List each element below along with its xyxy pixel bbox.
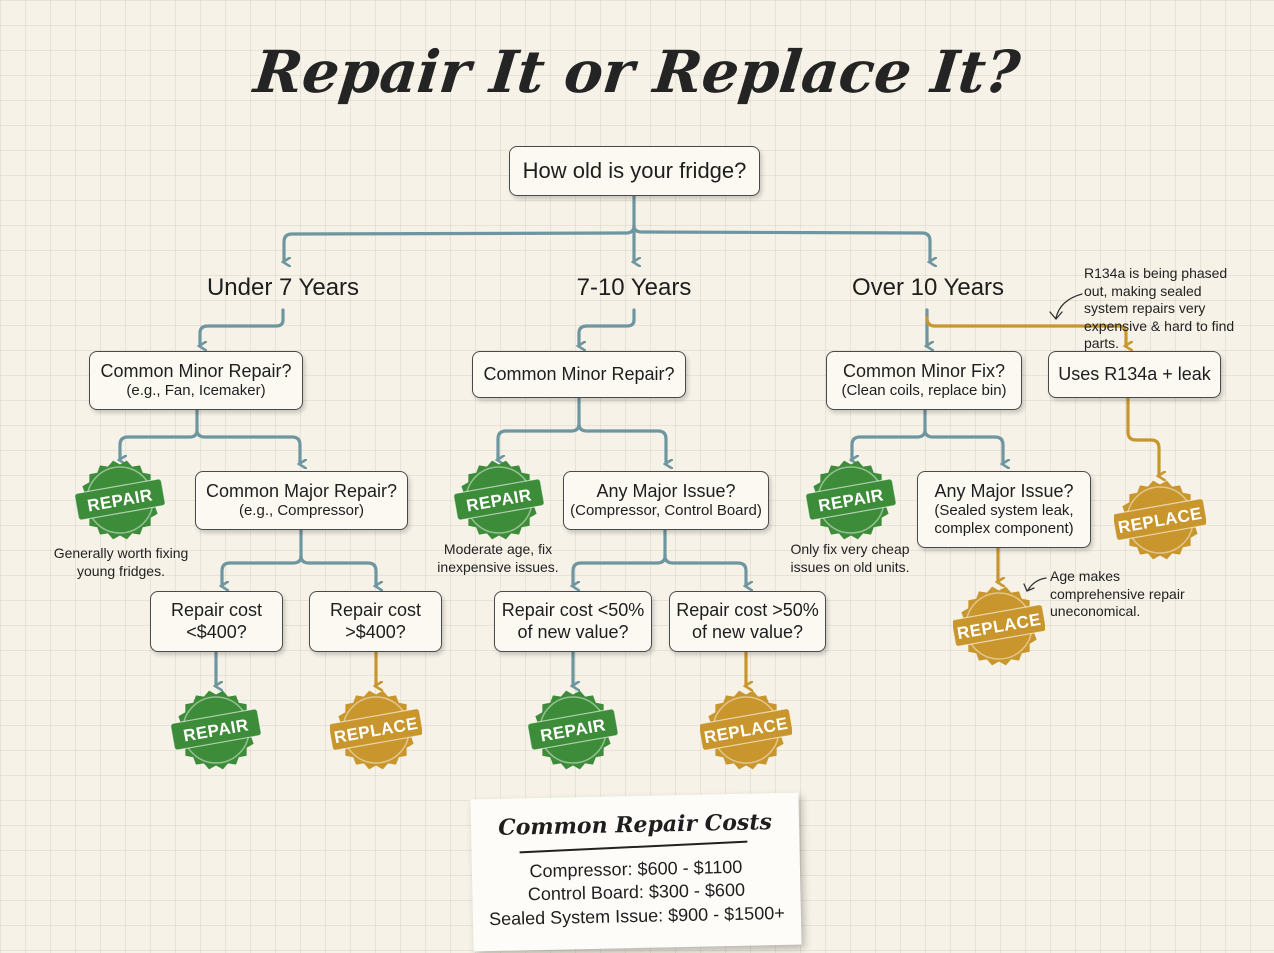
over10-major-line1: Any Major Issue? — [934, 480, 1074, 501]
mid-major-line2: (Compressor, Control Board) — [570, 502, 762, 520]
under7-major-question: Common Major Repair? (e.g., Compressor) — [195, 471, 408, 530]
under7-cost-high-line2: >$400? — [345, 621, 406, 642]
mid-cost-high: Repair cost >50% of new value? — [669, 591, 826, 652]
over10-minor-line2: (Clean coils, replace bin) — [841, 382, 1007, 400]
repair-costs-card: Common Repair Costs Compressor: $600 - $… — [470, 792, 802, 952]
stamp-r134a-replace: REPLACE — [1114, 480, 1206, 560]
stamp-under7-low-repair: REPAIR — [170, 690, 262, 770]
mid-cost-low-line2: of new value? — [517, 621, 629, 642]
age-over-10: Over 10 Years — [851, 274, 1005, 301]
mid-minor-line1: Common Minor Repair? — [483, 363, 675, 384]
age-under-7: Under 7 Years — [206, 274, 360, 301]
repair-costs-underline — [519, 840, 748, 854]
age-7-10: 7-10 Years — [576, 274, 692, 301]
mid-cost-high-line2: of new value? — [691, 621, 804, 642]
over10-major-line3: complex component) — [934, 520, 1074, 538]
over10-major-question: Any Major Issue? (Sealed system leak, co… — [917, 471, 1091, 548]
under7-major-line2: (e.g., Compressor) — [238, 502, 365, 520]
root-question-text: How old is your fridge? — [522, 157, 747, 183]
over10-minor-note: Only fix very cheap issues on old units. — [790, 541, 910, 575]
mid-cost-low: Repair cost <50% of new value? — [494, 591, 652, 652]
under7-minor-question: Common Minor Repair? (e.g., Fan, Icemake… — [89, 351, 303, 410]
stamp-mid-high-replace: REPLACE — [700, 690, 792, 770]
stamp-mid-low-repair: REPAIR — [527, 690, 619, 770]
root-question: How old is your fridge? — [509, 146, 760, 196]
stamp-mid-minor-repair: REPAIR — [453, 460, 545, 540]
mid-minor-question: Common Minor Repair? — [472, 351, 686, 398]
mid-minor-note: Moderate age, fix inexpensive issues. — [437, 541, 559, 575]
stamp-over10-major-replace: REPLACE — [953, 586, 1045, 666]
over10-minor-line1: Common Minor Fix? — [842, 360, 1006, 381]
over10-major-note: Age makes comprehensive repair uneconomi… — [1050, 568, 1185, 619]
repair-costs-list: Compressor: $600 - $1100 Control Board: … — [472, 855, 801, 932]
stamp-under7-high-replace: REPLACE — [330, 690, 422, 770]
stamp-under7-minor-repair: REPAIR — [74, 460, 166, 540]
r134a-note: R134a is being phased out, making sealed… — [1084, 265, 1235, 351]
under7-major-line1: Common Major Repair? — [205, 480, 398, 501]
repair-costs-title: Common Repair Costs — [497, 809, 773, 841]
mid-cost-low-line1: Repair cost <50% — [501, 599, 645, 620]
under7-cost-low-line2: <$400? — [186, 621, 247, 642]
under7-minor-note: Generally worth fixing young fridges. — [53, 545, 189, 579]
r134a-text: Uses R134a + leak — [1058, 363, 1211, 384]
over10-minor-question: Common Minor Fix? (Clean coils, replace … — [826, 351, 1022, 410]
under7-cost-low-line1: Repair cost — [170, 599, 263, 620]
under7-minor-line2: (e.g., Fan, Icemaker) — [126, 382, 266, 400]
over10-major-line2: (Sealed system leak, — [934, 502, 1074, 520]
under7-cost-high: Repair cost >$400? — [309, 591, 442, 652]
stamp-over10-minor-repair: REPAIR — [805, 460, 897, 540]
under7-cost-high-line1: Repair cost — [329, 599, 422, 620]
mid-major-question: Any Major Issue? (Compressor, Control Bo… — [563, 471, 769, 530]
r134a-question: Uses R134a + leak — [1048, 351, 1221, 398]
mid-major-line1: Any Major Issue? — [596, 480, 736, 501]
under7-minor-line1: Common Minor Repair? — [100, 360, 292, 381]
mid-cost-high-line1: Repair cost >50% — [676, 599, 819, 620]
under7-cost-low: Repair cost <$400? — [150, 591, 283, 652]
